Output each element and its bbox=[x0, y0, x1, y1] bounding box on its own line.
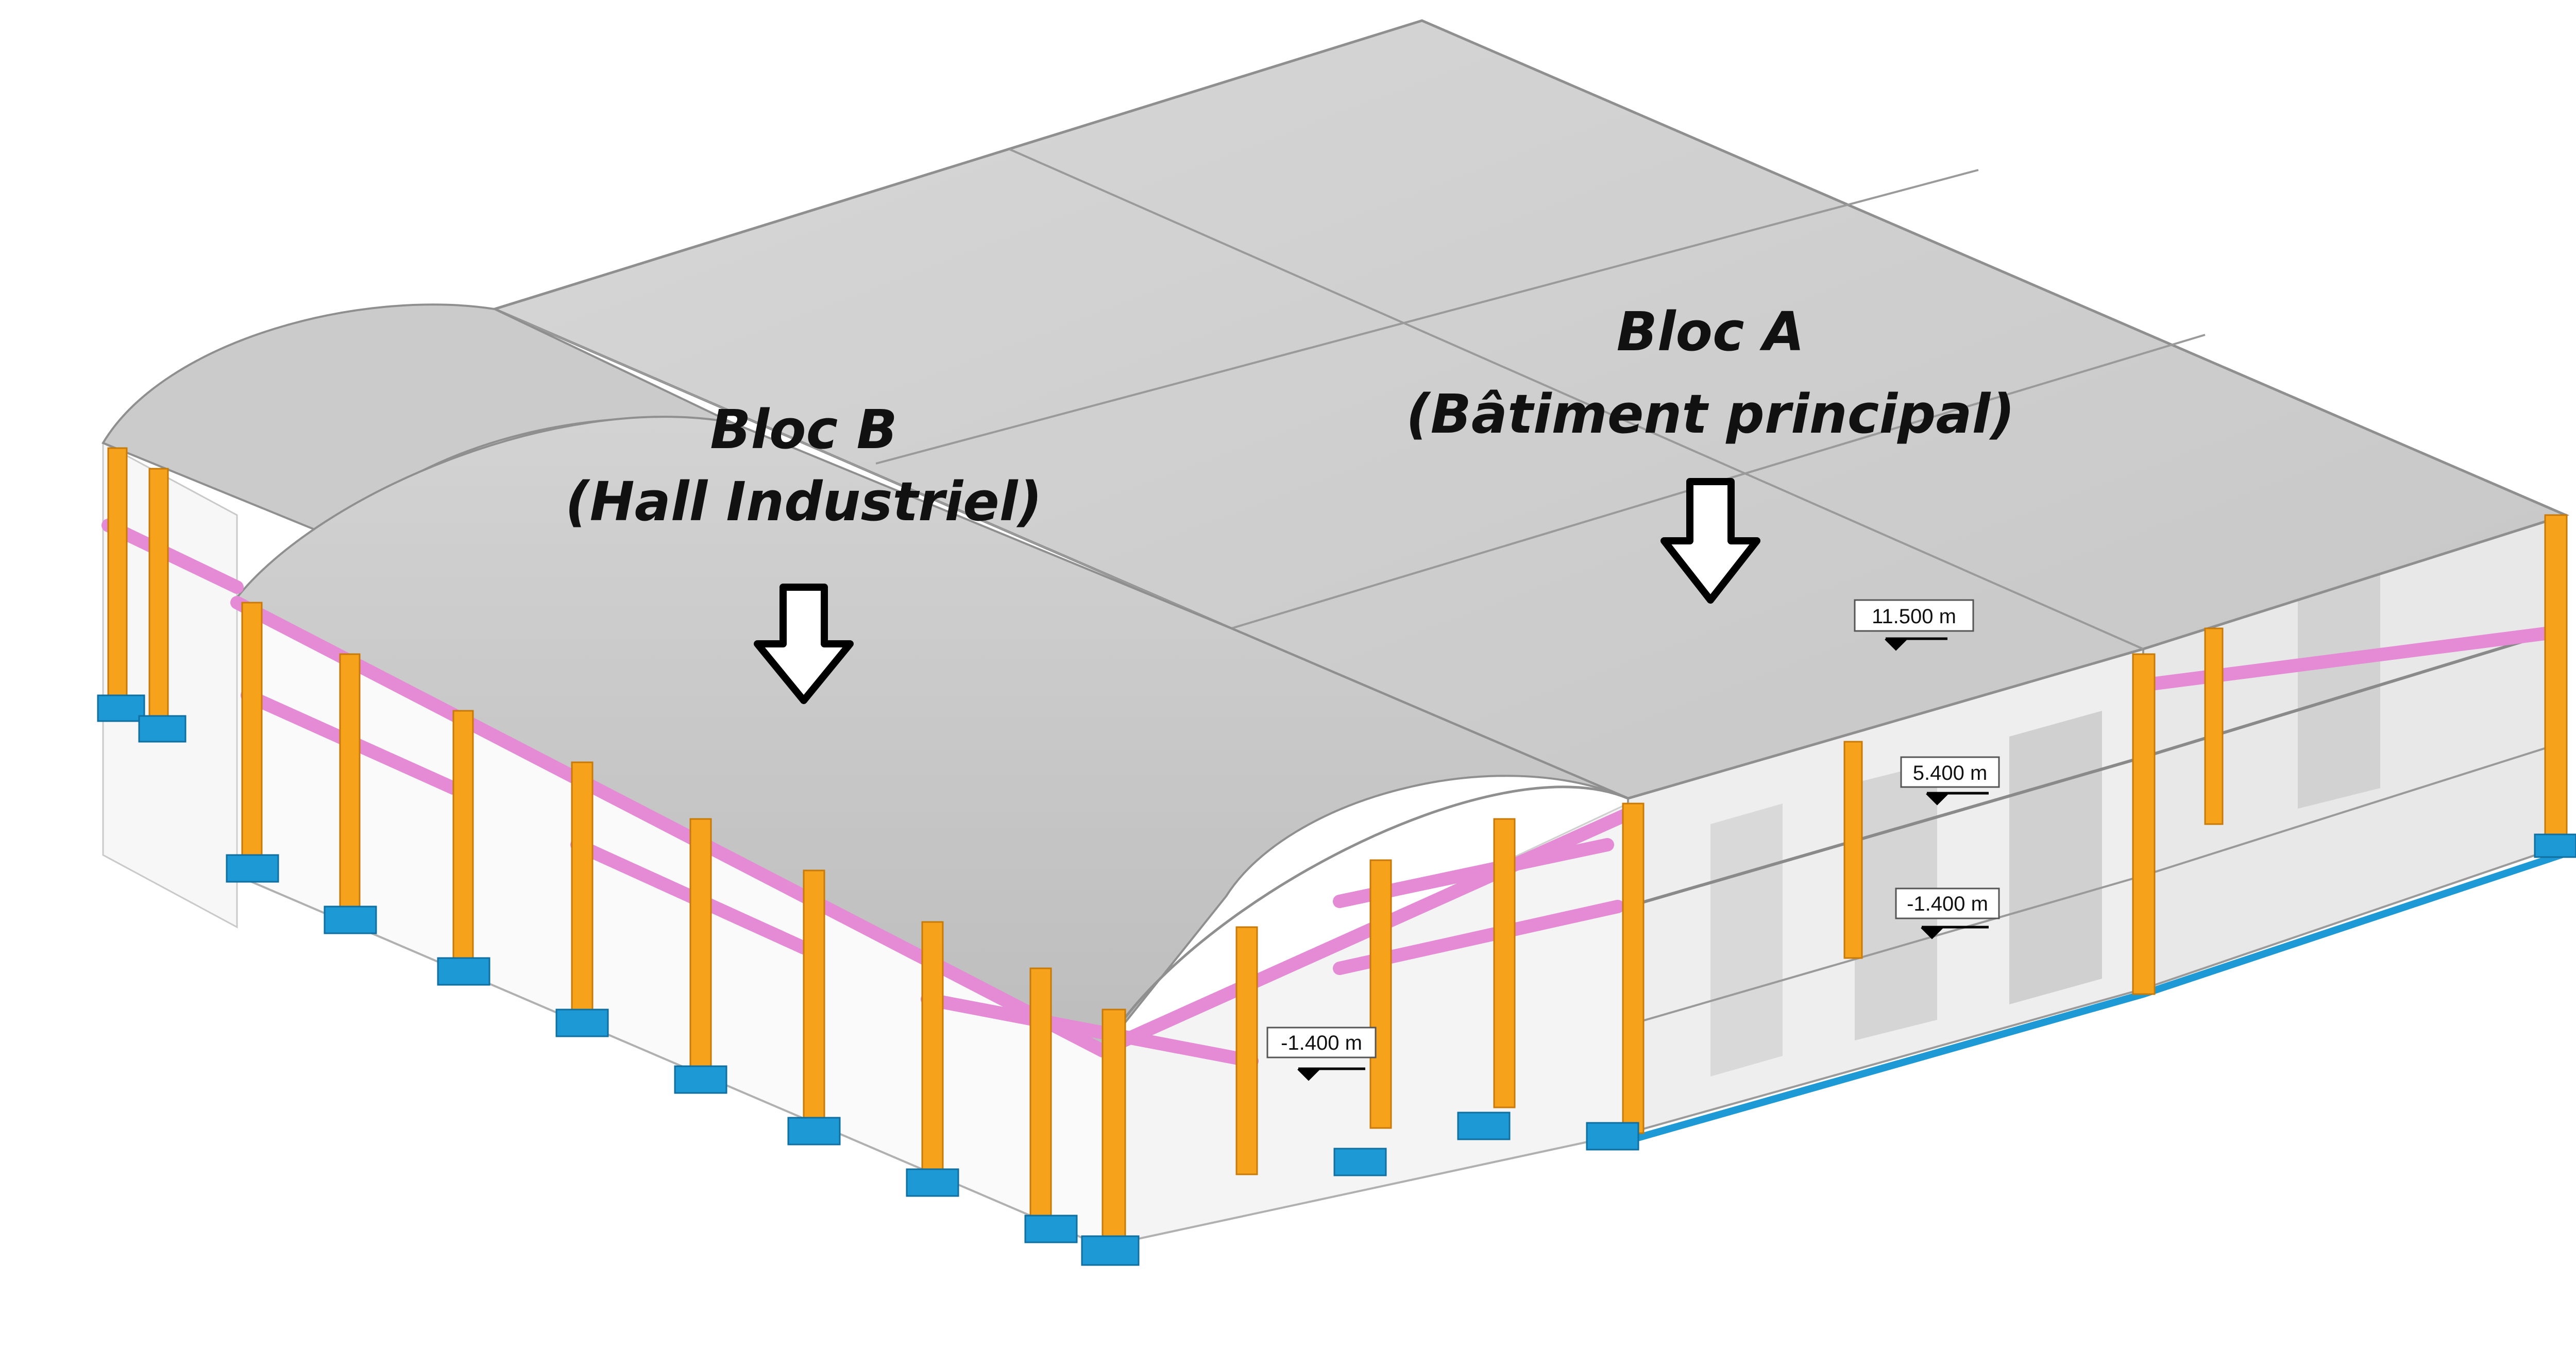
column bbox=[1622, 802, 1645, 1134]
foundation bbox=[906, 1168, 959, 1197]
column bbox=[1101, 1009, 1126, 1258]
roof-panel-joint bbox=[875, 169, 1979, 465]
bloc-b-front-vault bbox=[235, 416, 1629, 1052]
column bbox=[107, 447, 128, 717]
level-marker-base-a: -1.400 m bbox=[1895, 887, 2000, 939]
column bbox=[339, 653, 361, 923]
foundation bbox=[2534, 833, 2576, 858]
column bbox=[241, 602, 263, 871]
bloc-a-floor-slab bbox=[1628, 875, 2144, 1026]
foundation bbox=[1024, 1215, 1078, 1243]
bloc-a-wall-opening bbox=[2298, 567, 2380, 809]
column bbox=[1235, 926, 1258, 1175]
foundation bbox=[787, 1117, 841, 1146]
foundation bbox=[324, 905, 377, 934]
bloc-a-floor-slab bbox=[2143, 741, 2566, 877]
bloc-b-title: Bloc B bbox=[710, 398, 897, 461]
column bbox=[571, 761, 594, 1031]
foundation bbox=[1586, 1122, 1639, 1151]
column bbox=[1369, 859, 1392, 1129]
foundation bbox=[555, 1009, 609, 1037]
bloc-a-floor-slab bbox=[1628, 756, 2144, 908]
foundation bbox=[97, 694, 145, 722]
level-floor1-label: 5.400 m bbox=[1913, 762, 1988, 784]
beam bbox=[101, 519, 244, 594]
foundations bbox=[97, 694, 2576, 1266]
bloc-b-annotation: Bloc B (Hall Industriel) bbox=[565, 398, 1042, 704]
level-marker-roof: 11.500 m bbox=[1854, 599, 1974, 651]
foundation bbox=[1457, 1112, 1511, 1140]
column bbox=[2544, 514, 2568, 846]
column bbox=[1029, 967, 1052, 1237]
foundation bbox=[226, 854, 279, 883]
column bbox=[2204, 627, 2224, 825]
bloc-a-subtitle: (Bâtiment principal) bbox=[1406, 383, 2015, 446]
foundation bbox=[437, 957, 490, 986]
bloc-a-wall-opening bbox=[2009, 711, 2102, 1004]
column bbox=[2132, 653, 2156, 995]
bloc-a-annotation: Bloc A (Bâtiment principal) bbox=[1406, 300, 2015, 604]
bloc-b-subtitle: (Hall Industriel) bbox=[565, 470, 1042, 533]
down-arrow-icon bbox=[754, 584, 854, 704]
bloc-b-roof bbox=[101, 303, 1629, 1052]
level-base-a-label: -1.400 m bbox=[1907, 893, 1988, 915]
level-base-b-label: -1.400 m bbox=[1281, 1032, 1362, 1054]
roof-panel-joint bbox=[1009, 148, 2144, 650]
columns bbox=[107, 447, 2568, 1258]
beam bbox=[230, 596, 1109, 1057]
level-marker-icon bbox=[1885, 637, 1947, 651]
foundation bbox=[1081, 1235, 1140, 1266]
level-tag bbox=[1266, 1027, 1377, 1058]
foundation bbox=[1333, 1148, 1387, 1176]
bloc-a-title: Bloc A bbox=[1617, 300, 1805, 363]
level-tag bbox=[1895, 887, 2000, 919]
bloc-a-walls bbox=[1617, 514, 2576, 1147]
foundation bbox=[674, 1065, 727, 1094]
level-tag bbox=[1900, 756, 2000, 788]
level-tag bbox=[1854, 599, 1974, 632]
level-marker-icon bbox=[1921, 926, 1989, 939]
roof-panel-joint bbox=[494, 308, 1232, 629]
column bbox=[1843, 741, 1863, 959]
column bbox=[803, 869, 825, 1139]
level-marker-floor1: 5.400 m bbox=[1900, 756, 2000, 806]
level-marker-base-b: -1.400 m bbox=[1266, 1027, 1377, 1081]
bloc-a-wall-opening bbox=[1710, 804, 1783, 1076]
column bbox=[921, 921, 944, 1191]
column bbox=[148, 468, 169, 738]
down-arrow-icon bbox=[1660, 478, 1760, 604]
beam bbox=[921, 993, 1259, 1068]
column bbox=[1493, 818, 1516, 1108]
bloc-b-vault-end-arch bbox=[1101, 785, 1629, 1052]
level-roof-label: 11.500 m bbox=[1872, 605, 1956, 628]
bloc-b-ground-line bbox=[1102, 1132, 1629, 1248]
column bbox=[452, 710, 474, 980]
level-marker-icon bbox=[1297, 1067, 1365, 1081]
foundation bbox=[138, 715, 187, 743]
level-marker-icon bbox=[1926, 792, 1989, 806]
column bbox=[689, 818, 712, 1088]
